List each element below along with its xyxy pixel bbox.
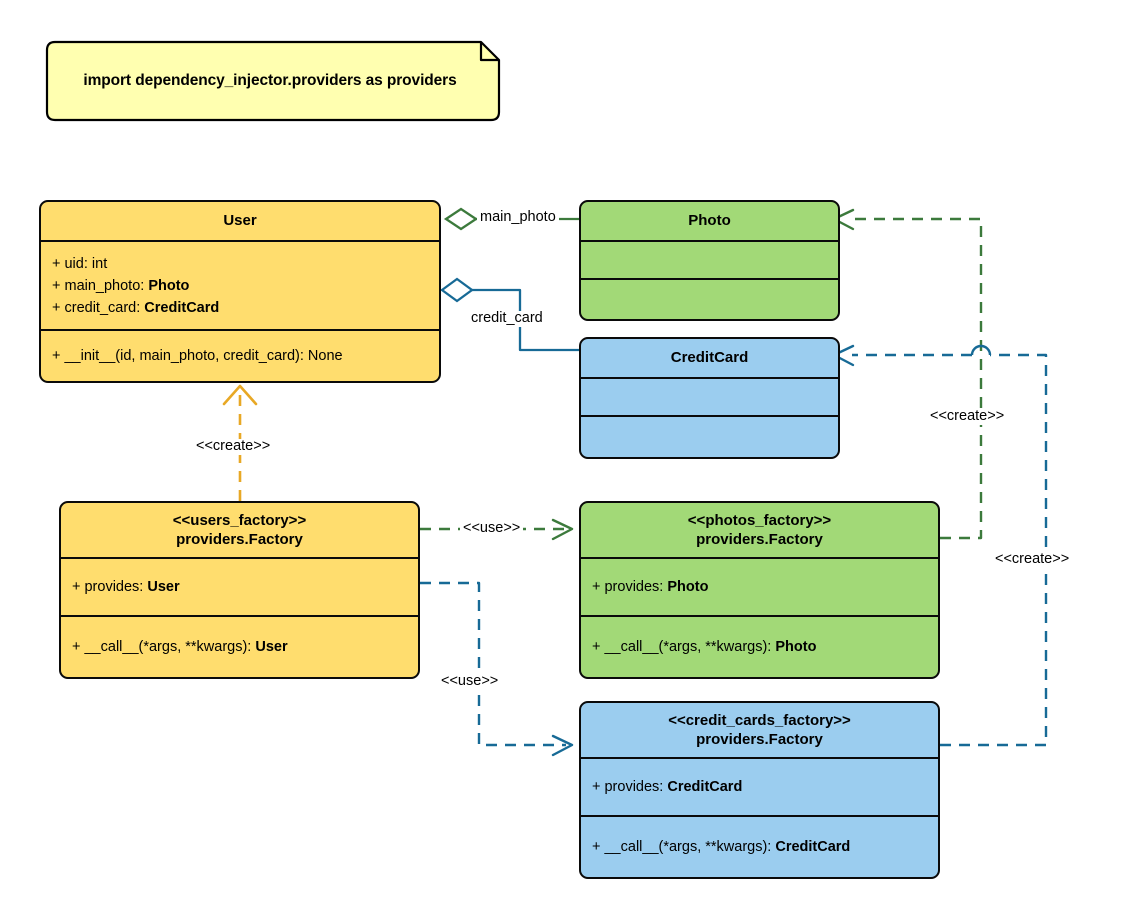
class-attributes-photos-factory: + provides: Photo — [581, 559, 938, 617]
class-name-users-factory: providers.Factory — [176, 531, 303, 548]
method-row: + __call__(*args, **kwargs): User — [72, 639, 288, 655]
attribute-row: + uid: int — [52, 253, 431, 275]
attribute-type: User — [147, 579, 180, 595]
note-import: import dependency_injector.providers as … — [39, 40, 501, 122]
edge-label-credit-card: credit_card — [468, 310, 546, 327]
edge-usersfactory-cardsfactory — [420, 581, 574, 757]
attribute-text: + provides: — [592, 579, 668, 595]
attribute-row: + credit_card: CreditCard — [52, 297, 431, 319]
edge-label-main-photo: main_photo — [477, 209, 559, 226]
class-box-photo[interactable]: Photo — [579, 200, 840, 321]
class-methods-photos-factory: + __call__(*args, **kwargs): Photo — [581, 617, 938, 676]
method-text: + __call__(*args, **kwargs): — [72, 638, 256, 655]
class-box-users-factory[interactable]: <<users_factory>> providers.Factory + pr… — [59, 501, 420, 679]
method-row: + __init__(id, main_photo, credit_card):… — [52, 348, 343, 364]
attribute-row: + provides: Photo — [592, 579, 708, 595]
class-attributes-creditcard — [581, 379, 838, 417]
method-type: Photo — [775, 638, 817, 655]
attribute-text: + provides: — [72, 579, 148, 595]
edge-label-create-creditcard: <<create>> — [992, 551, 1073, 568]
class-name-creditcard: CreditCard — [670, 349, 749, 367]
class-methods-creditcard — [581, 417, 838, 456]
class-stereotype-credit-cards-factory: <<credit_cards_factory>> — [668, 711, 851, 729]
edge-label-create-user: <<create>> — [193, 438, 274, 455]
class-box-creditcard[interactable]: CreditCard — [579, 337, 840, 459]
class-name-photo: Photo — [688, 212, 731, 230]
class-name-user: User — [223, 212, 257, 230]
class-methods-users-factory: + __call__(*args, **kwargs): User — [61, 617, 418, 676]
attribute-type: Photo — [667, 579, 709, 595]
class-attributes-user: + uid: int + main_photo: Photo + credit_… — [41, 242, 439, 331]
note-shape-icon — [45, 40, 501, 122]
method-text: + __call__(*args, **kwargs): — [592, 838, 776, 855]
attribute-text: + uid: int — [52, 256, 108, 272]
method-row: + __call__(*args, **kwargs): CreditCard — [592, 839, 850, 855]
class-header-user: User — [41, 202, 439, 242]
edge-photosfactory-photo — [832, 208, 983, 540]
class-box-photos-factory[interactable]: <<photos_factory>> providers.Factory + p… — [579, 501, 940, 679]
class-attributes-credit-cards-factory: + provides: CreditCard — [581, 759, 938, 817]
class-stereotype-users-factory: <<users_factory>> — [172, 511, 307, 529]
class-header-photo: Photo — [581, 202, 838, 242]
method-row: + __call__(*args, **kwargs): Photo — [592, 639, 816, 655]
method-text: + __call__(*args, **kwargs): — [592, 638, 776, 655]
attribute-type: Photo — [148, 278, 190, 295]
method-text: + __init__(id, main_photo, credit_card):… — [52, 348, 343, 364]
method-type: CreditCard — [775, 838, 851, 855]
attribute-text: + provides: — [592, 779, 668, 795]
class-methods-photo — [581, 280, 838, 318]
class-name-credit-cards-factory: providers.Factory — [696, 731, 823, 748]
class-methods-credit-cards-factory: + __call__(*args, **kwargs): CreditCard — [581, 817, 938, 876]
attribute-text: + main_photo: — [52, 278, 149, 295]
note-text: import dependency_injector.providers as … — [83, 72, 457, 89]
edge-label-use-cards: <<use>> — [438, 673, 502, 690]
class-header-users-factory: <<users_factory>> providers.Factory — [61, 503, 418, 559]
attribute-row: + main_photo: Photo — [52, 275, 431, 297]
class-methods-user: + __init__(id, main_photo, credit_card):… — [41, 331, 439, 381]
attribute-row: + provides: User — [72, 579, 180, 595]
edge-label-use-photos: <<use>> — [460, 520, 524, 537]
attribute-text: + credit_card: — [52, 300, 145, 317]
class-stereotype-photos-factory: <<photos_factory>> — [687, 511, 832, 529]
edge-label-create-photo: <<create>> — [927, 408, 1008, 425]
class-attributes-users-factory: + provides: User — [61, 559, 418, 617]
class-name-photos-factory: providers.Factory — [696, 531, 823, 548]
class-box-user[interactable]: User + uid: int + main_photo: Photo + cr… — [39, 200, 441, 383]
attribute-type: CreditCard — [144, 300, 220, 317]
attribute-row: + provides: CreditCard — [592, 779, 742, 795]
class-header-credit-cards-factory: <<credit_cards_factory>> providers.Facto… — [581, 703, 938, 759]
class-header-creditcard: CreditCard — [581, 339, 838, 379]
method-type: User — [255, 638, 288, 655]
class-attributes-photo — [581, 242, 838, 280]
class-header-photos-factory: <<photos_factory>> providers.Factory — [581, 503, 938, 559]
attribute-type: CreditCard — [667, 779, 743, 795]
class-box-credit-cards-factory[interactable]: <<credit_cards_factory>> providers.Facto… — [579, 701, 940, 879]
